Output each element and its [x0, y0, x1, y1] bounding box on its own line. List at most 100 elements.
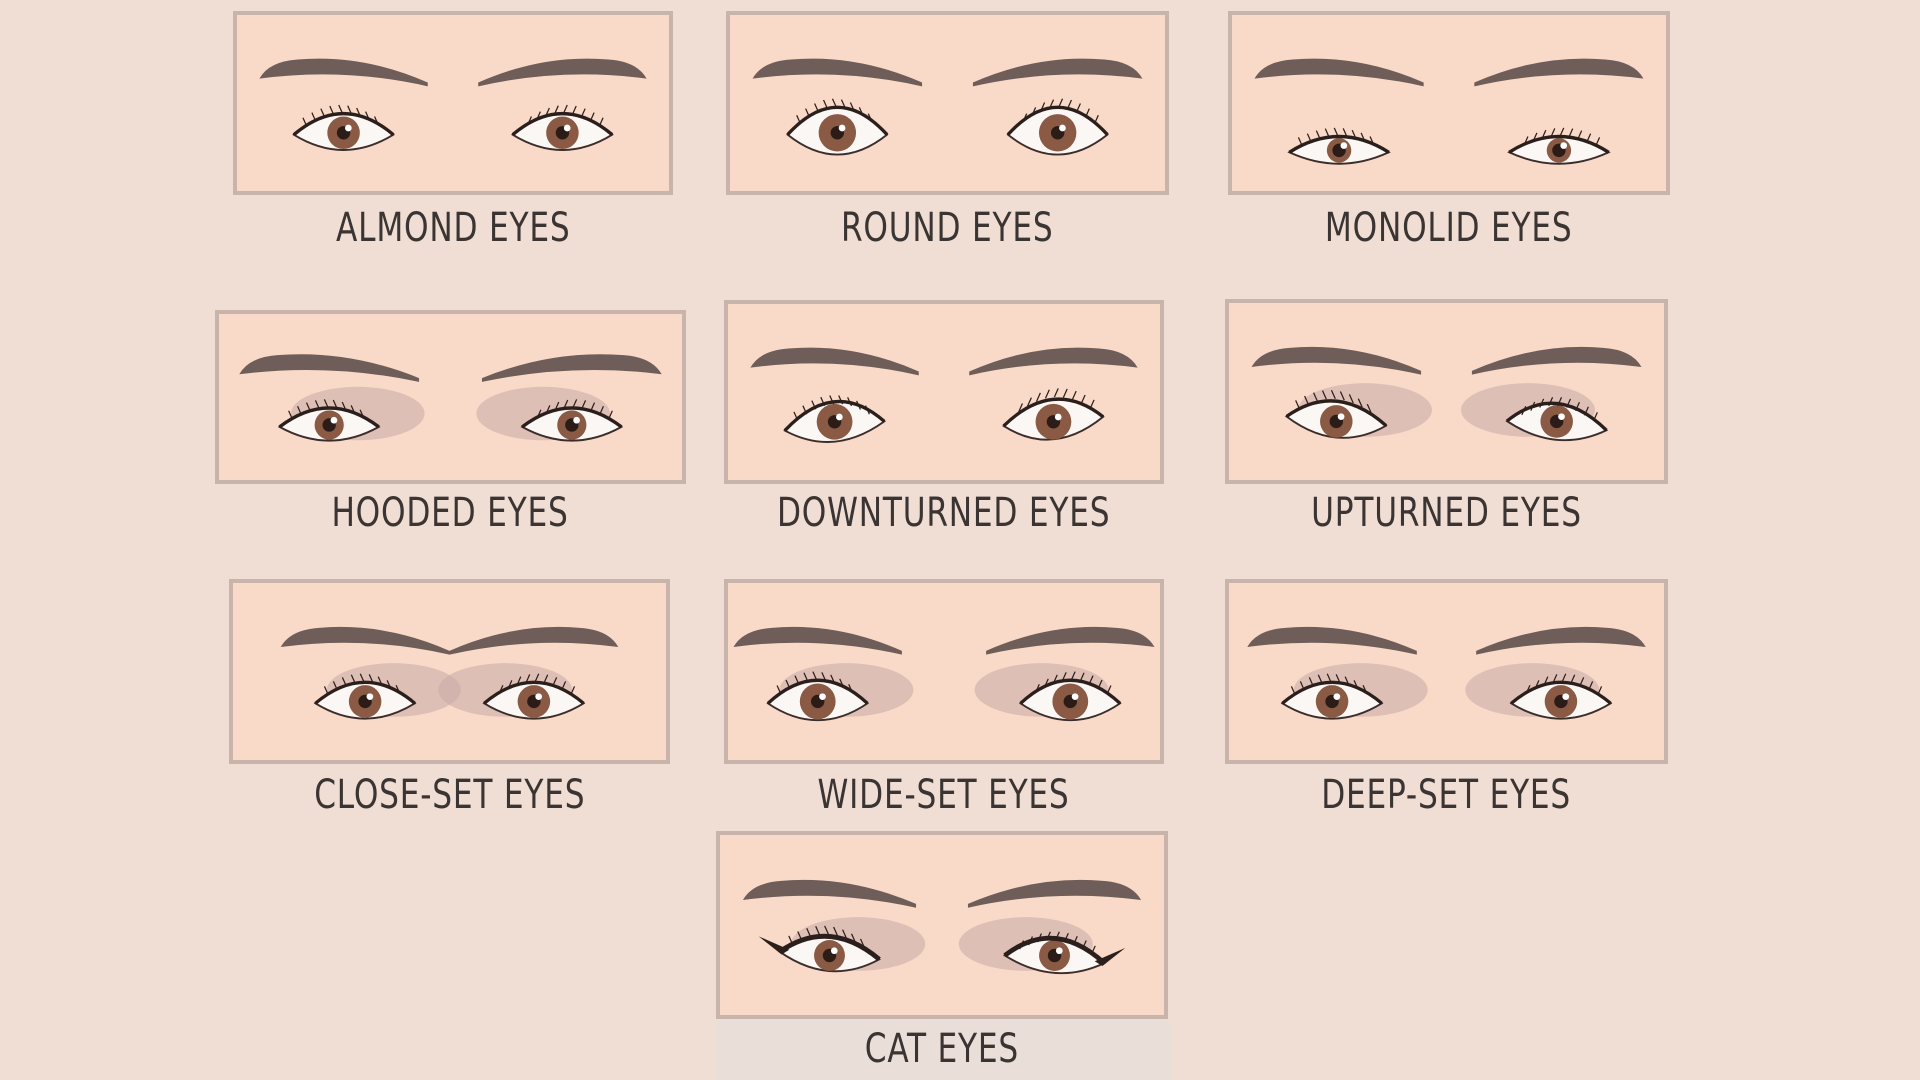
- eyelash: [806, 928, 812, 938]
- eyebrow: [1476, 626, 1646, 655]
- eyelash: [1058, 98, 1064, 108]
- eyelash: [1034, 683, 1040, 694]
- eyelash: [1357, 398, 1363, 408]
- eye-card-downturned: [724, 300, 1164, 484]
- eyelash: [1523, 136, 1529, 146]
- lash-line: [783, 399, 886, 432]
- eyebrow: [1247, 626, 1417, 655]
- eyelash: [1295, 400, 1301, 410]
- eyelash: [833, 926, 839, 936]
- eyelash: [1548, 397, 1554, 407]
- highlight: [838, 124, 846, 132]
- eyelash: [525, 674, 531, 684]
- eye-type-label: HOODED EYES: [215, 490, 686, 536]
- eyelash: [1019, 940, 1025, 950]
- eyelash: [1026, 397, 1032, 407]
- eyebrow: [1254, 58, 1424, 87]
- eyelash: [1072, 935, 1078, 946]
- eyes-illustration: [1251, 346, 1642, 442]
- eyelash: [802, 405, 808, 415]
- eyelash: [297, 406, 302, 416]
- eyelash: [1525, 684, 1531, 695]
- eyelash: [1321, 390, 1327, 400]
- eyelash: [507, 680, 513, 690]
- eyelash: [847, 397, 853, 407]
- eyelash: [1362, 684, 1368, 695]
- eyelash: [598, 117, 604, 127]
- highlight: [345, 124, 352, 132]
- eyebrow: [1251, 346, 1422, 375]
- eyelash: [1330, 389, 1336, 400]
- cat-label-band: [716, 1020, 1172, 1080]
- lash-line: [1002, 397, 1105, 428]
- highlight: [819, 693, 826, 701]
- eyelash: [794, 675, 800, 685]
- eye-type-label-text: HOODED EYES: [331, 490, 570, 536]
- eyebrow: [967, 879, 1142, 908]
- eyelash: [1079, 672, 1085, 682]
- eyelash: [332, 399, 338, 409]
- eyelash: [554, 401, 560, 411]
- eyelash: [1557, 396, 1563, 407]
- eyelash: [561, 681, 567, 691]
- eyelash: [1067, 99, 1073, 109]
- eyelash: [1575, 401, 1581, 411]
- eye-card-round: [726, 11, 1169, 195]
- lash-line: [483, 680, 585, 705]
- eyelash: [1369, 136, 1375, 146]
- eyelash: [1062, 388, 1068, 398]
- eyelash: [320, 108, 326, 118]
- highlight: [1071, 693, 1079, 701]
- eyelash: [1049, 99, 1055, 109]
- eyelash: [534, 673, 540, 683]
- eyelash: [368, 674, 374, 684]
- eyeliner-wing: [758, 936, 790, 955]
- eyebrow: [449, 626, 619, 655]
- eyelash: [498, 684, 504, 695]
- eyelash: [788, 935, 794, 945]
- eyelash: [302, 117, 308, 127]
- eyes-illustration: [1247, 626, 1646, 720]
- lash-line: [1505, 401, 1608, 432]
- eyelash: [1335, 674, 1341, 684]
- eye-card-hooded: [215, 310, 686, 484]
- eyelash: [848, 683, 854, 694]
- eyelash: [1089, 399, 1095, 409]
- eyelash: [359, 673, 365, 683]
- lash-line: [314, 680, 416, 705]
- eyelash: [849, 102, 855, 112]
- eyelash: [1579, 677, 1585, 687]
- eyelash: [1031, 107, 1037, 117]
- eyelash: [1045, 931, 1051, 941]
- eye-type-label-text: MONOLID EYES: [1325, 205, 1573, 251]
- eyebrow: [986, 626, 1155, 655]
- lash-line: [766, 678, 869, 705]
- highlight: [836, 413, 843, 421]
- eye-type-label: MONOLID EYES: [1228, 205, 1670, 251]
- eyelash: [1366, 403, 1372, 414]
- highlight: [830, 947, 838, 955]
- eye-card-close-set: [229, 579, 670, 764]
- eyelash: [581, 400, 587, 410]
- eyelash: [545, 405, 551, 415]
- eyelash: [1080, 394, 1086, 404]
- eyelash: [305, 402, 311, 412]
- eyelash: [288, 410, 294, 420]
- eyes-illustration: [742, 879, 1142, 975]
- eyelash: [821, 672, 827, 682]
- eyelash: [1595, 137, 1601, 147]
- eyelash: [1088, 675, 1094, 685]
- eyebrow: [1471, 346, 1642, 375]
- eyelash: [1040, 102, 1046, 112]
- eyelash: [822, 99, 828, 109]
- eyelash: [314, 400, 320, 410]
- eyelash: [599, 406, 604, 416]
- eyes-illustration: [752, 58, 1143, 156]
- eyebrow: [752, 58, 923, 87]
- eyelash: [1054, 931, 1060, 941]
- eyelash: [858, 107, 864, 117]
- eyelash: [572, 399, 578, 409]
- eyelash: [1339, 391, 1345, 401]
- eyelash: [1588, 681, 1594, 691]
- eyelash: [1532, 132, 1538, 142]
